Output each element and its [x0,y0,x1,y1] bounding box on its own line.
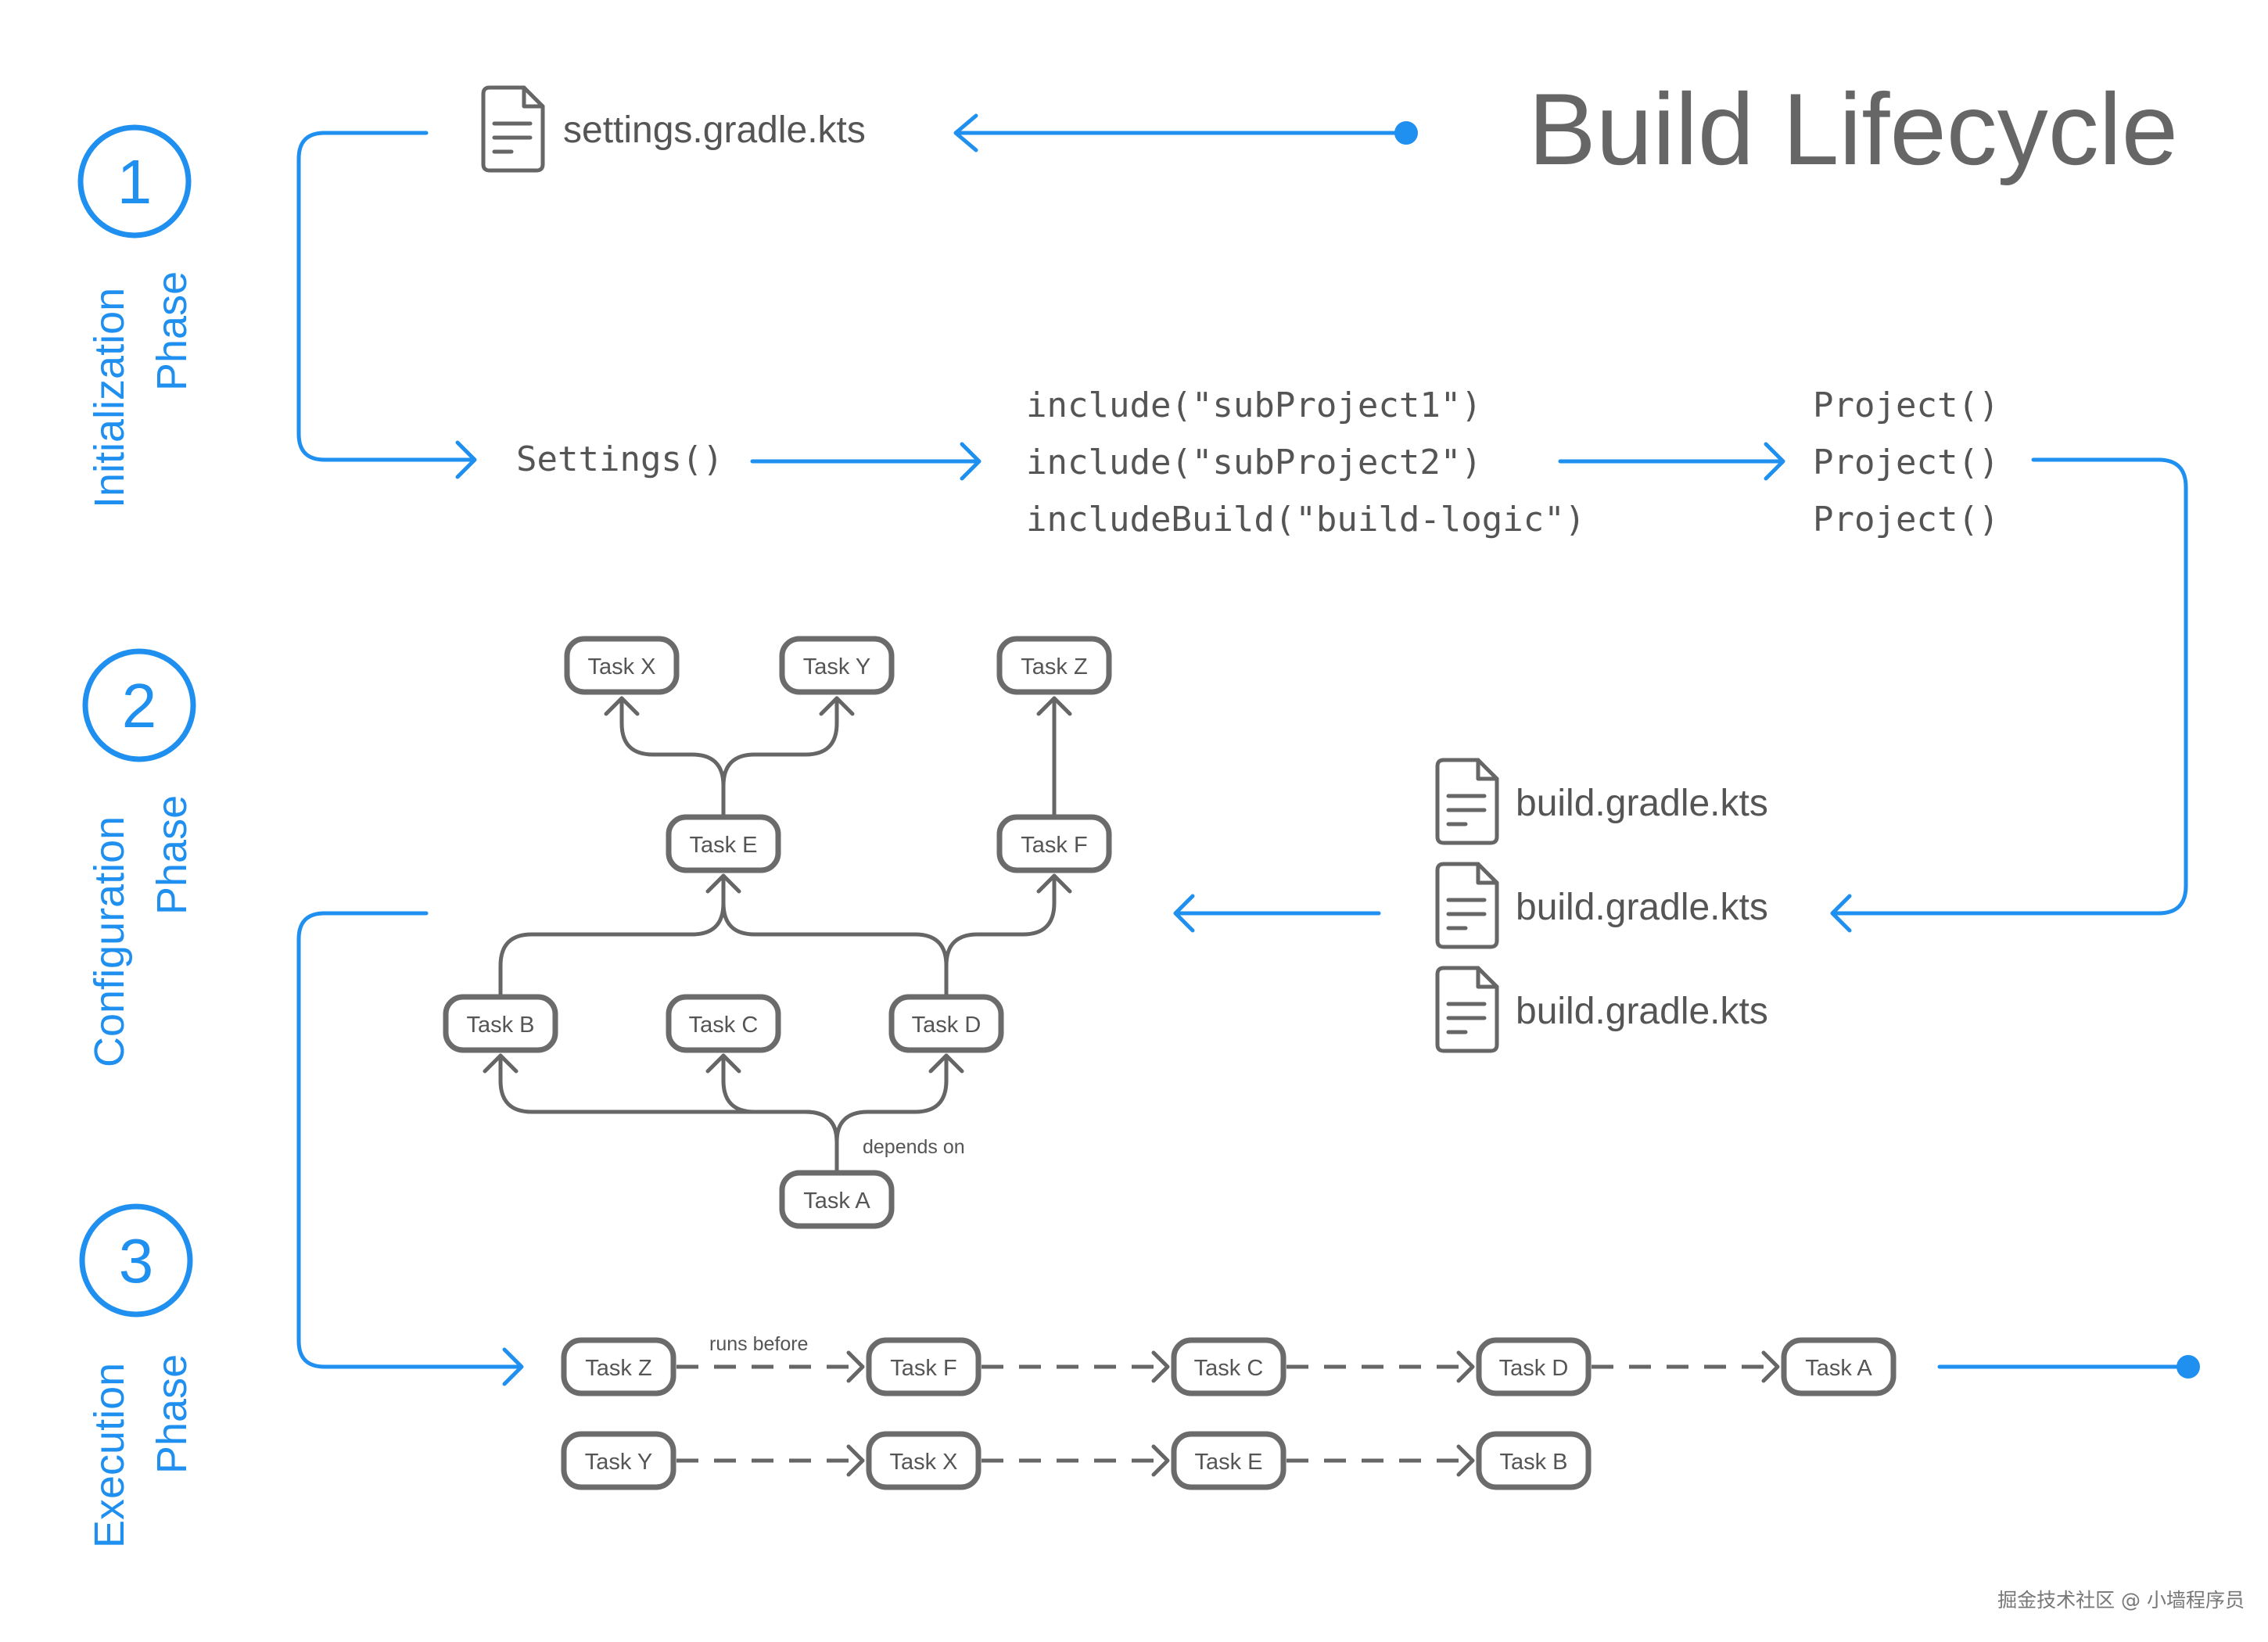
include-line-1: include("subProject1") [1026,385,1482,425]
exec-task-label: Task C [1194,1356,1264,1381]
task-node-label: Task Z [1021,654,1087,679]
include-line-2: include("subProject2") [1026,443,1482,482]
exec-task-label: Task E [1194,1450,1262,1475]
document-icon [481,85,545,173]
settings-file: settings.gradle.kts [481,85,866,173]
task-node-label: Task D [912,1013,981,1038]
exec-task-e: Task E [1171,1431,1287,1490]
task-node-label: Task B [466,1013,534,1038]
include-line-3: includeBuild("build-logic") [1026,500,1585,540]
document-icon [1435,862,1499,949]
project-call-1: Project() [1813,385,1999,425]
exec-task-label: Task Y [585,1450,653,1475]
phase-2-label: Configuration [86,816,133,1067]
task-node-e: Task E [666,814,781,873]
exec-task-label: Task Z [585,1356,651,1381]
build-file-name-2: build.gradle.kts [1516,887,1768,928]
task-node-label: Task F [1021,833,1087,858]
task-node-label: Task X [587,654,655,679]
task-graph-edges [483,696,1072,1175]
watermark: 掘金技术社区 @ 小墙程序员 [1997,1589,2245,1612]
build-file-name-3: build.gradle.kts [1516,991,1768,1032]
task-node-label: Task A [803,1188,870,1214]
exec-task-label: Task A [1805,1356,1872,1381]
start-connector [953,113,1418,152]
settings-file-name: settings.gradle.kts [563,109,866,151]
task-node-c: Task C [666,994,781,1053]
document-icon [1435,966,1499,1053]
exec-task-c: Task C [1171,1337,1287,1396]
task-node-y: Task Y [779,636,895,695]
phase-3-badge: 3 Execution Phase [79,1203,196,1548]
build-file-name-1: build.gradle.kts [1516,783,1768,824]
page-title: Build Lifecycle [1528,72,2178,186]
task-node-b: Task B [443,994,558,1053]
exec-task-label: Task X [889,1450,957,1475]
config-to-exec-connector [296,911,524,1386]
task-node-f: Task F [996,814,1112,873]
runs-before-label: runs before [709,1333,808,1355]
phase-1-number: 1 [117,147,153,217]
task-node-x: Task X [564,636,680,695]
exec-task-a: Task A [1781,1337,1897,1396]
build-file-1: build.gradle.kts [1435,758,1768,845]
init-bracket-connector [296,131,477,479]
phase-2-label-phase: Phase [149,795,196,915]
settings-to-include-arrow [750,442,981,481]
project-call-3: Project() [1813,500,1999,540]
include-to-project-arrow [1558,442,1785,481]
exec-task-z: Task Z [561,1337,676,1396]
depends-on-label: depends on [863,1136,965,1158]
exec-task-d: Task D [1476,1337,1592,1396]
project-to-build-files-connector [1830,457,2188,933]
phase-3-label-phase: Phase [149,1354,196,1474]
phase-3-label: Execution [86,1363,133,1548]
task-node-z: Task Z [996,636,1112,695]
end-connector [1937,1355,2200,1378]
exec-task-y: Task Y [561,1431,676,1490]
task-node-label: Task Y [803,654,871,679]
exec-task-label: Task D [1499,1356,1569,1381]
project-call-2: Project() [1813,443,1999,482]
exec-task-label: Task B [1499,1450,1567,1475]
phase-1-label-phase: Phase [149,271,196,391]
execution-row-2: Task Y Task X Task E Task B [561,1431,1592,1490]
phase-2-number: 2 [122,671,157,740]
task-node-d: Task D [888,994,1004,1053]
exec-task-b: Task B [1476,1431,1592,1490]
build-file-2: build.gradle.kts [1435,862,1768,949]
exec-task-f: Task F [866,1337,981,1396]
phase-3-number: 3 [119,1226,154,1296]
execution-row-1: Task Z Task F Task C Task D Task A [561,1337,1897,1396]
settings-call: Settings() [516,439,723,479]
exec-task-label: Task F [890,1356,956,1381]
exec-task-x: Task X [866,1431,981,1490]
document-icon [1435,758,1499,845]
task-node-label: Task C [689,1013,759,1038]
build-files-to-graph-arrow [1173,894,1381,933]
task-node-a: Task A [779,1170,895,1229]
phase-2-badge: 2 Configuration Phase [82,648,196,1067]
task-node-label: Task E [689,833,757,858]
phase-1-label: Initialization [86,288,133,508]
phase-1-badge: 1 Initialization Phase [77,124,196,508]
build-file-3: build.gradle.kts [1435,966,1768,1053]
